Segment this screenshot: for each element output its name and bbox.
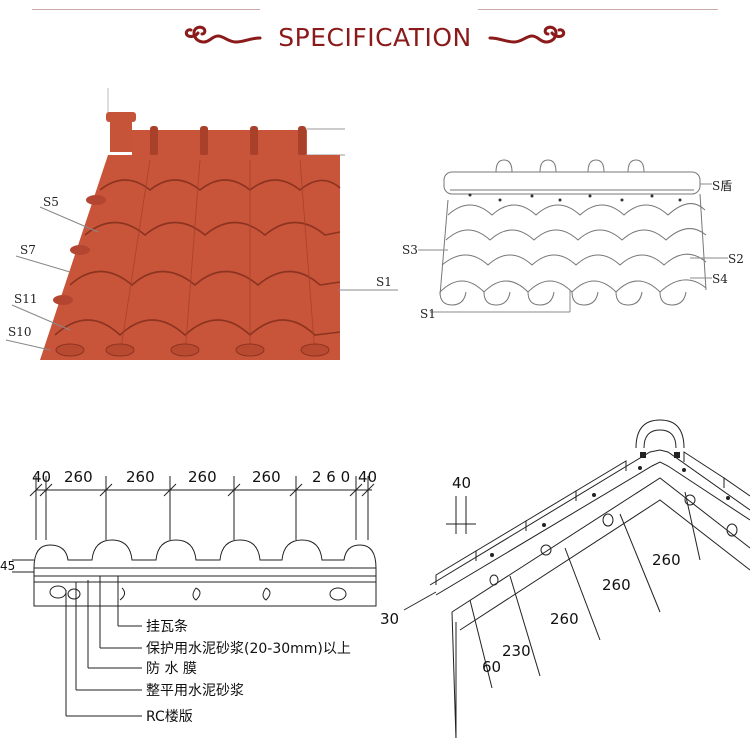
legend-item-1: 挂瓦条 xyxy=(146,618,188,635)
label-s11: S11 xyxy=(14,292,38,306)
ridge-dim-40: 40 xyxy=(452,474,471,492)
label-s1-line: S1 xyxy=(420,307,436,321)
dim-260-a: 260 xyxy=(64,468,93,486)
dim-40-right: 40 xyxy=(358,468,377,486)
label-s5: S5 xyxy=(43,195,59,209)
label-s10: S10 xyxy=(8,325,32,339)
label-s3: S3 xyxy=(402,243,418,257)
page-title: SPECIFICATION xyxy=(278,22,472,52)
label-s2: S2 xyxy=(728,252,744,266)
label-s-ridge: S盾 xyxy=(712,179,732,193)
legend-item-4: 整平用水泥砂浆 xyxy=(146,683,244,699)
ridge-dim-260-c: 260 xyxy=(550,610,579,628)
ridge-dim-260-a: 260 xyxy=(652,551,681,569)
ridge-dim-30: 30 xyxy=(380,610,399,628)
label-s1: S1 xyxy=(376,275,392,289)
dim-260-e: 2 6 0 xyxy=(312,468,350,486)
label-s7: S7 xyxy=(20,243,36,257)
dim-260-b: 260 xyxy=(126,468,155,486)
legend-item-5: RC楼版 xyxy=(146,709,193,725)
label-s4: S4 xyxy=(712,272,728,286)
legend-item-3: 防 水 膜 xyxy=(146,661,197,677)
dim-260-d: 260 xyxy=(252,468,281,486)
legend-item-2: 保护用水泥砂浆(20-30mm)以上 xyxy=(146,641,351,657)
dim-height-45: 45 xyxy=(0,559,15,573)
header: SPECIFICATION xyxy=(0,22,750,52)
cloud-swirl-icon xyxy=(488,25,565,44)
cloud-swirl-icon xyxy=(185,25,262,44)
dim-40-left: 40 xyxy=(32,468,51,486)
ridge-dim-230: 230 xyxy=(502,642,531,660)
ridge-dim-260-b: 260 xyxy=(602,576,631,594)
top-divider-left xyxy=(32,9,260,10)
dim-260-c: 260 xyxy=(188,468,217,486)
top-divider-right xyxy=(478,9,718,10)
ridge-dim-60: 60 xyxy=(482,658,501,676)
